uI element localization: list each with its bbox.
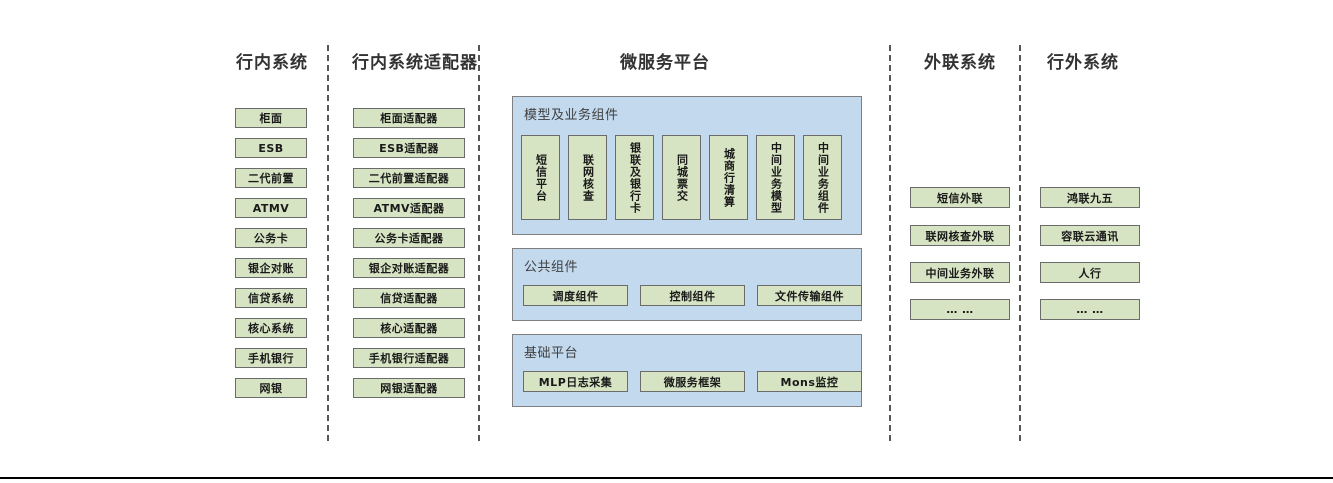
node-model-7[interactable]: 中间业务组件 [803,135,842,220]
node-internal-8[interactable]: 核心系统 [235,318,307,338]
node-adapter-3[interactable]: 二代前置适配器 [353,168,465,188]
node-outside-1[interactable]: 鸿联九五 [1040,187,1140,208]
node-adapter-9[interactable]: 手机银行适配器 [353,348,465,368]
node-internal-6[interactable]: 银企对账 [235,258,307,278]
node-internal-9[interactable]: 手机银行 [235,348,307,368]
panel-base-platform: 基础平台 [512,334,862,407]
column-title-internal-adapters: 行内系统适配器 [352,53,478,73]
node-base-3[interactable]: Mons监控 [757,371,862,392]
node-adapter-6[interactable]: 银企对账适配器 [353,258,465,278]
node-external-4[interactable]: … … [910,299,1010,320]
divider-4 [1019,45,1021,441]
node-internal-1[interactable]: 柜面 [235,108,307,128]
node-adapter-8[interactable]: 核心适配器 [353,318,465,338]
node-internal-5[interactable]: 公务卡 [235,228,307,248]
node-adapter-2[interactable]: ESB适配器 [353,138,465,158]
node-external-1[interactable]: 短信外联 [910,187,1010,208]
node-common-2[interactable]: 控制组件 [640,285,745,306]
node-model-1[interactable]: 短信平台 [521,135,560,220]
divider-3 [889,45,891,441]
node-external-2[interactable]: 联网核查外联 [910,225,1010,246]
node-model-2[interactable]: 联网核查 [568,135,607,220]
node-outside-3[interactable]: 人行 [1040,262,1140,283]
node-model-6[interactable]: 中间业务模型 [756,135,795,220]
node-model-3[interactable]: 银联及银行卡 [615,135,654,220]
column-title-outside-bank-systems: 行外系统 [1047,53,1119,73]
bottom-rule [0,477,1333,479]
node-base-2[interactable]: 微服务框架 [640,371,745,392]
panel-common-components: 公共组件 [512,248,862,321]
node-outside-4[interactable]: … … [1040,299,1140,320]
node-internal-10[interactable]: 网银 [235,378,307,398]
divider-1 [327,45,329,441]
node-base-1[interactable]: MLP日志采集 [523,371,628,392]
node-internal-3[interactable]: 二代前置 [235,168,307,188]
divider-2 [478,45,480,441]
node-internal-2[interactable]: ESB [235,138,307,158]
node-adapter-10[interactable]: 网银适配器 [353,378,465,398]
node-internal-7[interactable]: 信贷系统 [235,288,307,308]
node-model-5[interactable]: 城商行清算 [709,135,748,220]
panel-title-base-platform: 基础平台 [524,346,579,361]
node-common-3[interactable]: 文件传输组件 [757,285,862,306]
node-adapter-1[interactable]: 柜面适配器 [353,108,465,128]
column-title-platform: 微服务平台 [620,53,710,73]
node-adapter-7[interactable]: 信贷适配器 [353,288,465,308]
node-adapter-5[interactable]: 公务卡适配器 [353,228,465,248]
column-title-external-link-systems: 外联系统 [924,53,996,73]
panel-title-model-business-components: 模型及业务组件 [524,108,619,123]
column-title-internal-systems: 行内系统 [236,53,308,73]
node-model-4[interactable]: 同城票交 [662,135,701,220]
node-common-1[interactable]: 调度组件 [523,285,628,306]
node-internal-4[interactable]: ATMV [235,198,307,218]
node-adapter-4[interactable]: ATMV适配器 [353,198,465,218]
panel-title-common-components: 公共组件 [524,260,579,275]
node-outside-2[interactable]: 容联云通讯 [1040,225,1140,246]
node-external-3[interactable]: 中间业务外联 [910,262,1010,283]
